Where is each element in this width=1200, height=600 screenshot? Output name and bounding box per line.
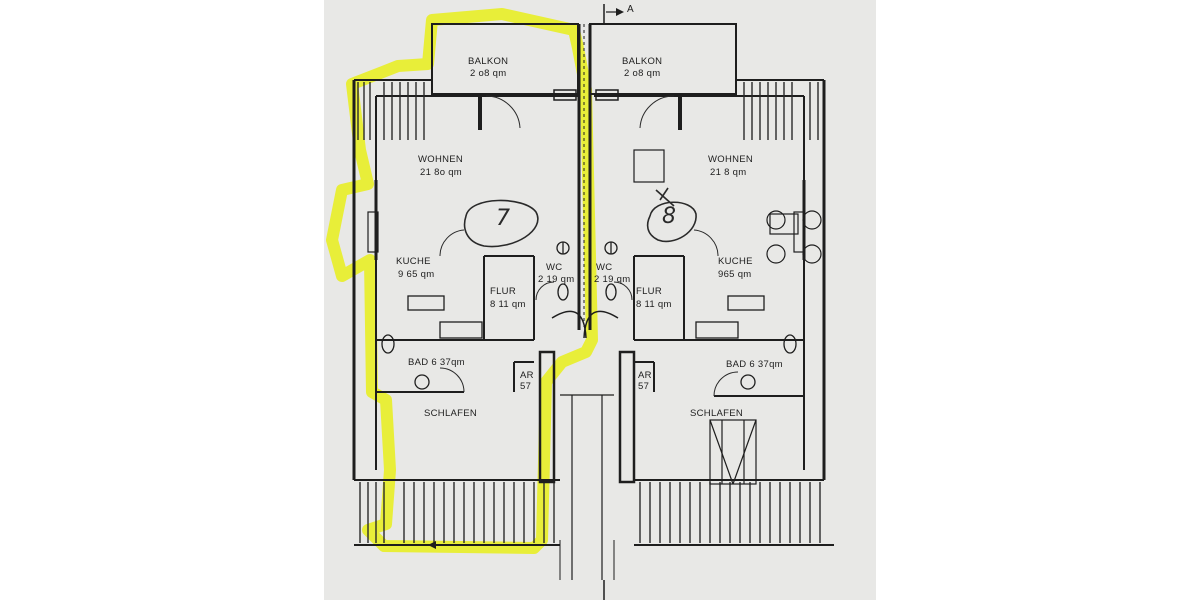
floor-plan-sheet: BALKON 2 o8 qm WOHNEN 21 8o qm KUCHE 9 6… [324, 0, 876, 600]
left-bath-label: BAD 6 37qm [408, 357, 465, 368]
right-living-label: WOHNEN [708, 154, 754, 165]
section-marker-label: A [627, 4, 634, 15]
interior-walls-right [633, 96, 806, 397]
right-living-area: 21 8 qm [710, 167, 747, 178]
left-kitchen-label: KUCHE [396, 256, 431, 267]
left-storage-label: AR [520, 370, 534, 381]
roof-hatch-bottom [359, 482, 821, 543]
left-wc-area: 2 19 qm [538, 274, 575, 285]
right-wc-area: 2 19 qm [594, 274, 631, 285]
right-hall-area: 8 11 qm [636, 299, 672, 310]
left-wc-label: WC [546, 262, 563, 273]
left-balcony-label: BALKON [468, 56, 509, 67]
furniture [367, 149, 822, 485]
door-swings [439, 95, 739, 397]
right-bedroom-label: SCHLAFEN [690, 408, 744, 419]
unit-7-number: 7 [496, 206, 510, 231]
interior-walls-left [374, 96, 535, 393]
left-kitchen-area: 9 65 qm [398, 269, 435, 280]
right-balcony-label: BALKON [622, 56, 663, 67]
unit-number-marks [463, 187, 697, 248]
left-storage-area: 57 [520, 381, 532, 392]
roof-hatch-top [357, 82, 819, 140]
floor-plan-drawing [326, 4, 834, 600]
right-storage-label: AR [638, 370, 652, 381]
left-living-label: WOHNEN [418, 154, 464, 165]
right-wc-label: WC [596, 262, 613, 273]
left-hall-area: 8 11 qm [490, 299, 526, 310]
right-kitchen-area: 965 qm [718, 269, 752, 280]
unit-7-highlight-outline [326, 8, 598, 554]
sanitary-fixtures [381, 241, 797, 390]
right-bath-label: BAD 6 37qm [726, 359, 783, 370]
section-arrows [428, 8, 624, 549]
left-living-area: 21 8o qm [420, 167, 463, 178]
central-wall-stair [538, 4, 636, 600]
right-storage-area: 57 [638, 381, 650, 392]
right-hall-label: FLUR [636, 286, 663, 297]
right-kitchen-label: KUCHE [718, 256, 753, 267]
left-hall-label: FLUR [490, 286, 517, 297]
right-balcony-area: 2 o8 qm [624, 68, 661, 79]
unit-8-number: 8 [662, 204, 676, 229]
left-balcony-area: 2 o8 qm [470, 68, 507, 79]
left-bedroom-label: SCHLAFEN [424, 408, 478, 419]
